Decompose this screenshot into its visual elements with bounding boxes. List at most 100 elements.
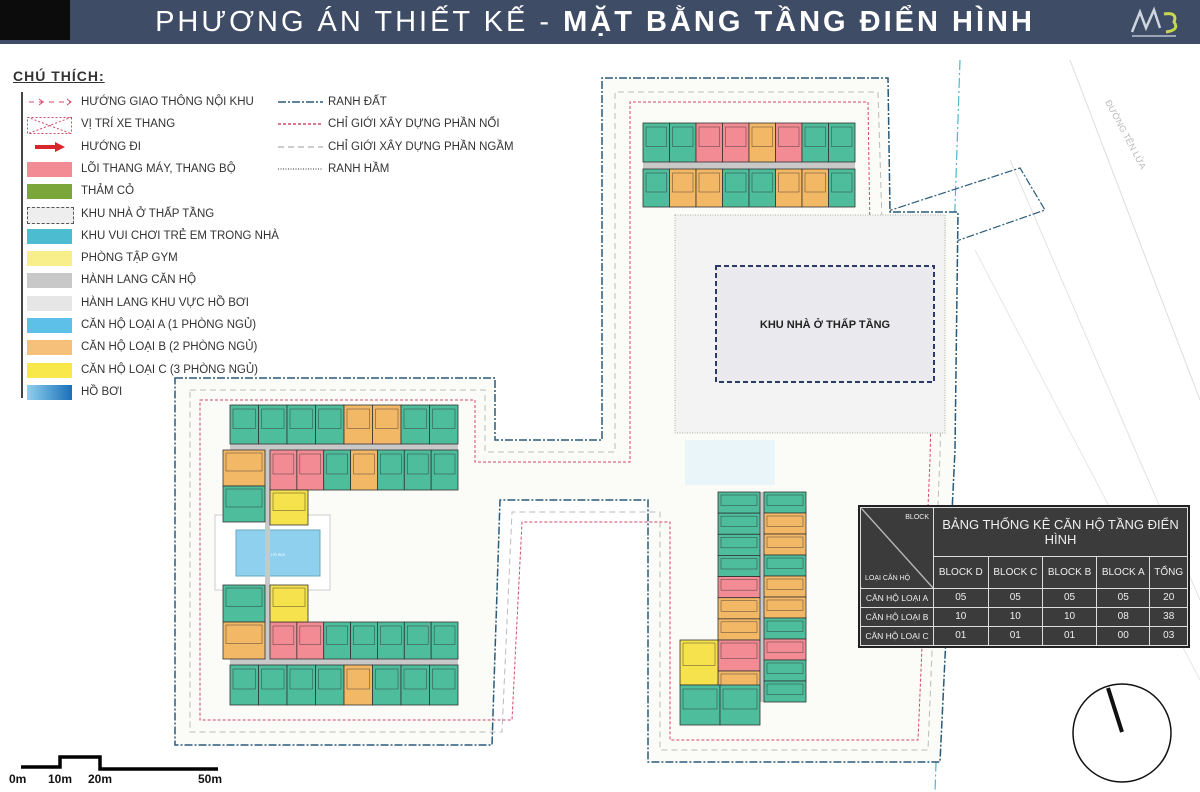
- table-cell: 01: [987, 625, 1044, 647]
- unit-room-lines: [645, 172, 667, 193]
- unit-room-lines: [766, 683, 804, 695]
- apartment-unit: [429, 664, 459, 706]
- unit-room-lines: [722, 688, 758, 710]
- corridor: [230, 659, 458, 665]
- apartment-unit: [229, 664, 259, 706]
- unit-room-lines: [766, 515, 804, 527]
- apartment-unit: [323, 449, 351, 491]
- north-compass: [1072, 683, 1172, 783]
- unit-room-lines: [272, 453, 295, 475]
- apartment-unit: [377, 621, 405, 660]
- apartment-unit: [372, 404, 402, 445]
- apartment-unit: [269, 449, 298, 491]
- unit-room-lines: [720, 494, 758, 506]
- unit-room-lines: [289, 668, 313, 690]
- unit-room-lines: [766, 578, 804, 590]
- legend-label: KHU VUI CHƠI TRẺ EM TRONG NHÀ: [81, 229, 279, 242]
- apartment-unit: [315, 664, 345, 706]
- apartment-unit: [430, 621, 459, 660]
- legend-swatch: [27, 340, 72, 356]
- legend-label: HƯỚNG ĐI: [81, 140, 141, 153]
- unit-room-lines: [299, 453, 321, 475]
- table-corner: BLOCK LOẠI CĂN HỘ: [860, 507, 934, 589]
- apartment-unit: [403, 621, 432, 660]
- column-header: BLOCK D: [933, 556, 989, 589]
- unit-room-lines: [778, 126, 800, 147]
- unit-room-lines: [672, 126, 694, 147]
- apartment-unit: [722, 122, 750, 163]
- legend-line-swatch: [278, 140, 323, 155]
- legend-swatch: [26, 116, 73, 135]
- unit-room-lines: [232, 408, 256, 429]
- corridor: [760, 492, 764, 702]
- legend-line-swatch: [278, 117, 323, 132]
- legend-title: CHÚ THÍCH:: [13, 68, 105, 84]
- legend-swatch: [27, 384, 72, 400]
- apartment-unit: [642, 168, 670, 208]
- unit-room-lines: [407, 625, 429, 645]
- legend-label: KHU NHÀ Ở THẤP TẦNG: [81, 207, 215, 220]
- apartment-unit: [323, 621, 351, 660]
- unit-room-lines: [225, 624, 263, 644]
- column-header: BLOCK A: [1096, 556, 1151, 589]
- apartment-unit: [269, 584, 309, 623]
- unit-room-lines: [720, 579, 758, 591]
- unit-room-lines: [407, 453, 429, 475]
- legend-label: PHÒNG TẬP GYM: [81, 252, 178, 265]
- table-cell: 38: [1149, 606, 1188, 627]
- apartment-unit: [828, 168, 856, 208]
- legend-swatch: [27, 228, 72, 244]
- apartment-unit: [269, 489, 309, 526]
- unit-room-lines: [272, 625, 295, 645]
- legend-label: LÕI THANG MÁY, THANG BỘ: [81, 162, 236, 175]
- legend-divider: [21, 92, 23, 398]
- apartment-unit: [350, 449, 378, 491]
- column-header: BLOCK B: [1042, 556, 1098, 589]
- column-header: TỔNG: [1149, 556, 1188, 589]
- company-logo: [1130, 6, 1178, 37]
- unit-room-lines: [720, 558, 758, 570]
- legend-line-swatch: [278, 95, 323, 110]
- apartment-unit: [296, 621, 325, 660]
- apartment-unit: [801, 168, 829, 208]
- apartment-unit: [343, 404, 373, 445]
- unit-room-lines: [318, 408, 342, 429]
- scale-label: 0m: [9, 772, 27, 786]
- unit-room-lines: [831, 126, 853, 147]
- unit-room-lines: [672, 172, 694, 193]
- unit-room-lines: [725, 126, 747, 147]
- unit-room-lines: [645, 126, 667, 147]
- unit-room-lines: [225, 488, 263, 508]
- unit-room-lines: [766, 494, 804, 506]
- unit-room-lines: [375, 668, 399, 690]
- legend-label: CHỈ GIỚI XÂY DỰNG PHẦN NGẦM: [328, 140, 514, 153]
- table-cell: 05: [1042, 587, 1098, 608]
- apartment-unit: [430, 449, 459, 491]
- unit-room-lines: [766, 641, 804, 653]
- lowrise-label: KHU NHÀ Ở THẤP TẦNG: [760, 318, 890, 331]
- unit-room-lines: [766, 662, 804, 674]
- unit-room-lines: [432, 668, 456, 690]
- title-regular: PHƯƠNG ÁN THIẾT KẾ -: [155, 6, 564, 38]
- apartment-unit: [748, 168, 776, 208]
- legend-swatch: [27, 318, 72, 333]
- unit-room-lines: [289, 408, 313, 429]
- unit-room-lines: [353, 625, 375, 645]
- apartment-unit: [222, 621, 266, 660]
- unit-room-lines: [682, 642, 716, 666]
- plaza-area: [685, 440, 775, 485]
- column-header: BLOCK C: [987, 556, 1044, 589]
- legend-label: HƯỚNG GIAO THÔNG NỘI KHU: [81, 96, 254, 108]
- apartment-unit: [229, 404, 259, 445]
- unit-room-lines: [720, 642, 758, 659]
- legend-swatch: [27, 251, 72, 267]
- apartment-unit: [717, 639, 761, 672]
- table-cell: 03: [1149, 625, 1188, 647]
- unit-room-lines: [261, 408, 285, 429]
- apartment-unit: [669, 168, 697, 208]
- corner-bottom: LOẠI CĂN HỘ: [865, 574, 911, 582]
- unit-room-lines: [766, 599, 804, 611]
- unit-room-lines: [326, 625, 348, 645]
